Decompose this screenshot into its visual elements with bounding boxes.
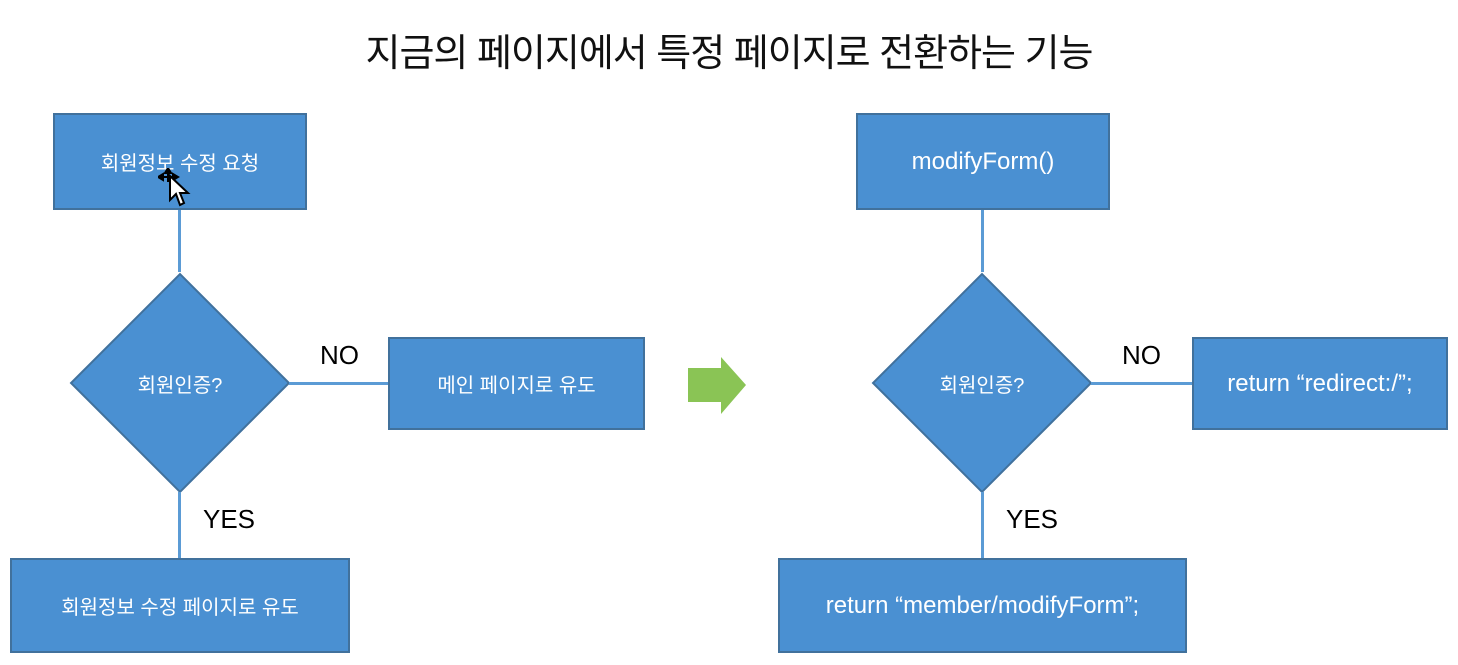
right-no-box-label: return “redirect:/”; bbox=[1227, 369, 1413, 397]
right-start-box: modifyForm() bbox=[856, 113, 1110, 210]
right-yes-box-label: return “member/modifyForm”; bbox=[825, 591, 1140, 619]
left-decision-diamond: 회원인증? bbox=[69, 272, 291, 494]
left-yes-box-label: 회원정보 수정 페이지로 유도 bbox=[61, 597, 299, 619]
right-block-arrow-icon bbox=[688, 357, 746, 419]
right-start-box-label: modifyForm() bbox=[911, 147, 1055, 175]
right-no-label: NO bbox=[1122, 340, 1161, 370]
right-yes-box: return “member/modifyForm”; bbox=[778, 558, 1187, 653]
right-connector-start-to-decision bbox=[981, 210, 984, 272]
right-yes-label: YES bbox=[1006, 504, 1059, 534]
left-connector-start-to-decision bbox=[178, 210, 181, 272]
left-connector-no bbox=[289, 382, 388, 385]
left-yes-label: YES bbox=[203, 504, 256, 534]
left-start-box-label: 회원정보 수정 요청 bbox=[100, 153, 260, 175]
right-connector-no bbox=[1091, 382, 1192, 385]
page-title: 지금의 페이지에서 특정 페이지로 전환하는 기능 bbox=[365, 33, 1094, 75]
left-no-label: NO bbox=[320, 340, 359, 370]
left-connector-yes bbox=[178, 492, 181, 558]
left-decision-label: 회원인증? bbox=[137, 374, 223, 397]
right-decision-label: 회원인증? bbox=[939, 374, 1025, 397]
right-no-box: return “redirect:/”; bbox=[1192, 337, 1448, 430]
right-decision-diamond: 회원인증? bbox=[871, 272, 1093, 494]
left-no-box-label: 메인 페이지로 유도 bbox=[437, 375, 596, 397]
right-connector-yes bbox=[981, 492, 984, 558]
move-cursor-icon bbox=[156, 166, 194, 215]
left-yes-box: 회원정보 수정 페이지로 유도 bbox=[10, 558, 350, 653]
left-no-box: 메인 페이지로 유도 bbox=[388, 337, 645, 430]
